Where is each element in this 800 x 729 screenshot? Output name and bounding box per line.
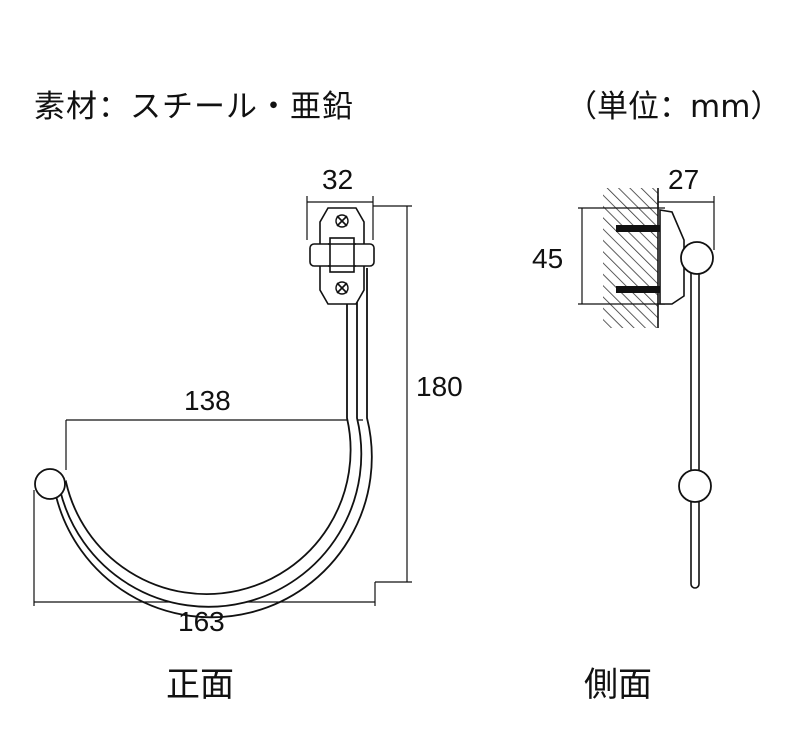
dim-label-inner-width: 138 bbox=[184, 385, 231, 416]
dim-label-plate-height: 45 bbox=[532, 243, 564, 274]
screw-top-icon bbox=[335, 214, 349, 228]
side-mid-ball bbox=[678, 469, 712, 503]
hook-arm-inner-edge bbox=[55, 268, 373, 619]
side-bracket bbox=[659, 209, 685, 305]
unit-label: （単位：mm） bbox=[566, 89, 782, 125]
front-view-drawing bbox=[33, 196, 412, 619]
dim-line-width-top bbox=[306, 196, 374, 240]
hook-arm bbox=[59, 268, 363, 608]
screw-bottom-icon bbox=[335, 281, 349, 295]
material-label: 素材：スチール・亜鉛 bbox=[34, 89, 354, 125]
dim-line-height bbox=[373, 205, 412, 583]
side-rod bbox=[690, 261, 700, 589]
side-view-caption: 側面 bbox=[584, 665, 652, 705]
wall-section bbox=[603, 188, 658, 328]
dim-line-plate-height bbox=[578, 207, 665, 305]
side-top-ball bbox=[680, 241, 714, 275]
mount-bracket bbox=[309, 207, 375, 305]
dim-label-depth: 27 bbox=[668, 164, 700, 195]
side-view-drawing bbox=[578, 188, 715, 589]
end-ball bbox=[34, 468, 66, 500]
dim-line-inner-width bbox=[65, 419, 363, 470]
dim-label-width-top: 32 bbox=[322, 164, 354, 195]
dim-label-total-width: 163 bbox=[178, 606, 225, 637]
front-view-caption: 正面 bbox=[166, 665, 234, 705]
dim-label-height: 180 bbox=[416, 371, 463, 402]
